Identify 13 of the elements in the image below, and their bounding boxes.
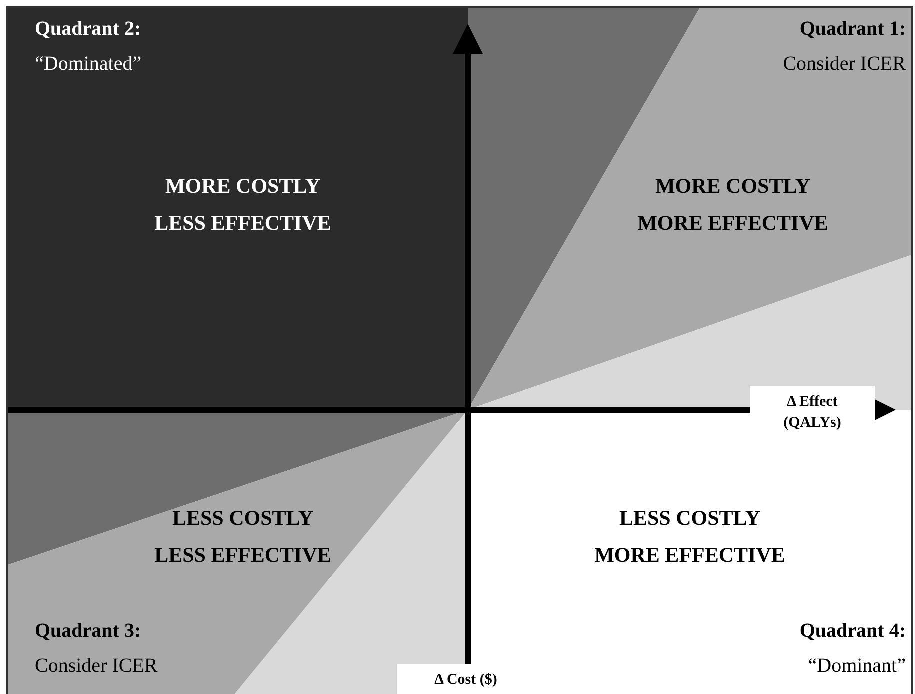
quadrant-description: MORE COSTLY MORE EFFECTIVE [636, 173, 830, 237]
quadrant-title: Quadrant 1: [800, 18, 906, 41]
quadrant-verdict: “Dominated” [35, 53, 142, 76]
quadrant-verdict: “Dominant” [808, 655, 906, 678]
quadrant-title: Quadrant 2: [35, 18, 142, 41]
quadrant-description: MORE COSTLY LESS EFFECTIVE [154, 173, 332, 237]
quadrant-verdict: Consider ICER [783, 53, 906, 76]
quadrant-description: LESS COSTLY LESS EFFECTIVE [154, 505, 332, 569]
quadrant-title: Quadrant 3: [35, 620, 142, 643]
quadrant-verdict: Consider ICER [35, 655, 158, 678]
quadrant-description: LESS COSTLY MORE EFFECTIVE [594, 505, 786, 569]
quadrant-panel [8, 8, 468, 410]
quadrant-title: Quadrant 4: [800, 620, 906, 643]
